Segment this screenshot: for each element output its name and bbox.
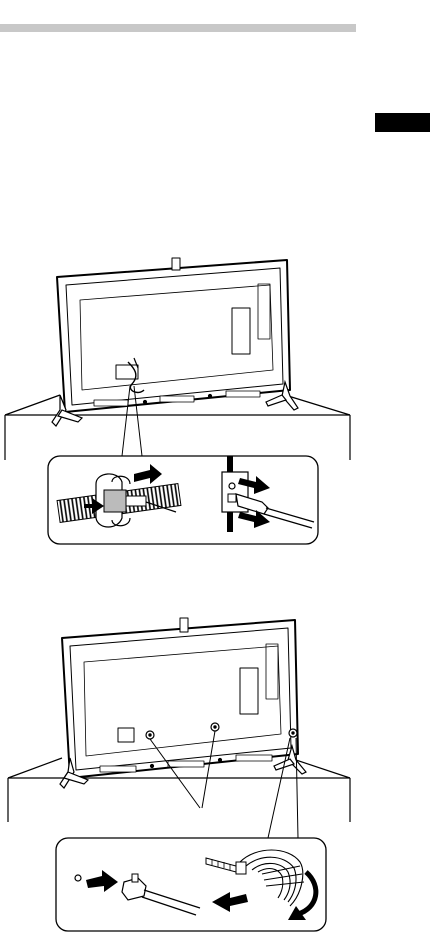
- tv-rear-view: [62, 618, 298, 778]
- figure-tv-cable-holder: [0, 250, 430, 550]
- tv-stand-table: [5, 395, 350, 460]
- header-rule: [0, 24, 356, 32]
- screw-hole-icon: [75, 875, 81, 881]
- tv-rear-view: [57, 258, 290, 412]
- section-tab: [375, 113, 430, 132]
- figure-tv-cable-tie: [0, 610, 430, 933]
